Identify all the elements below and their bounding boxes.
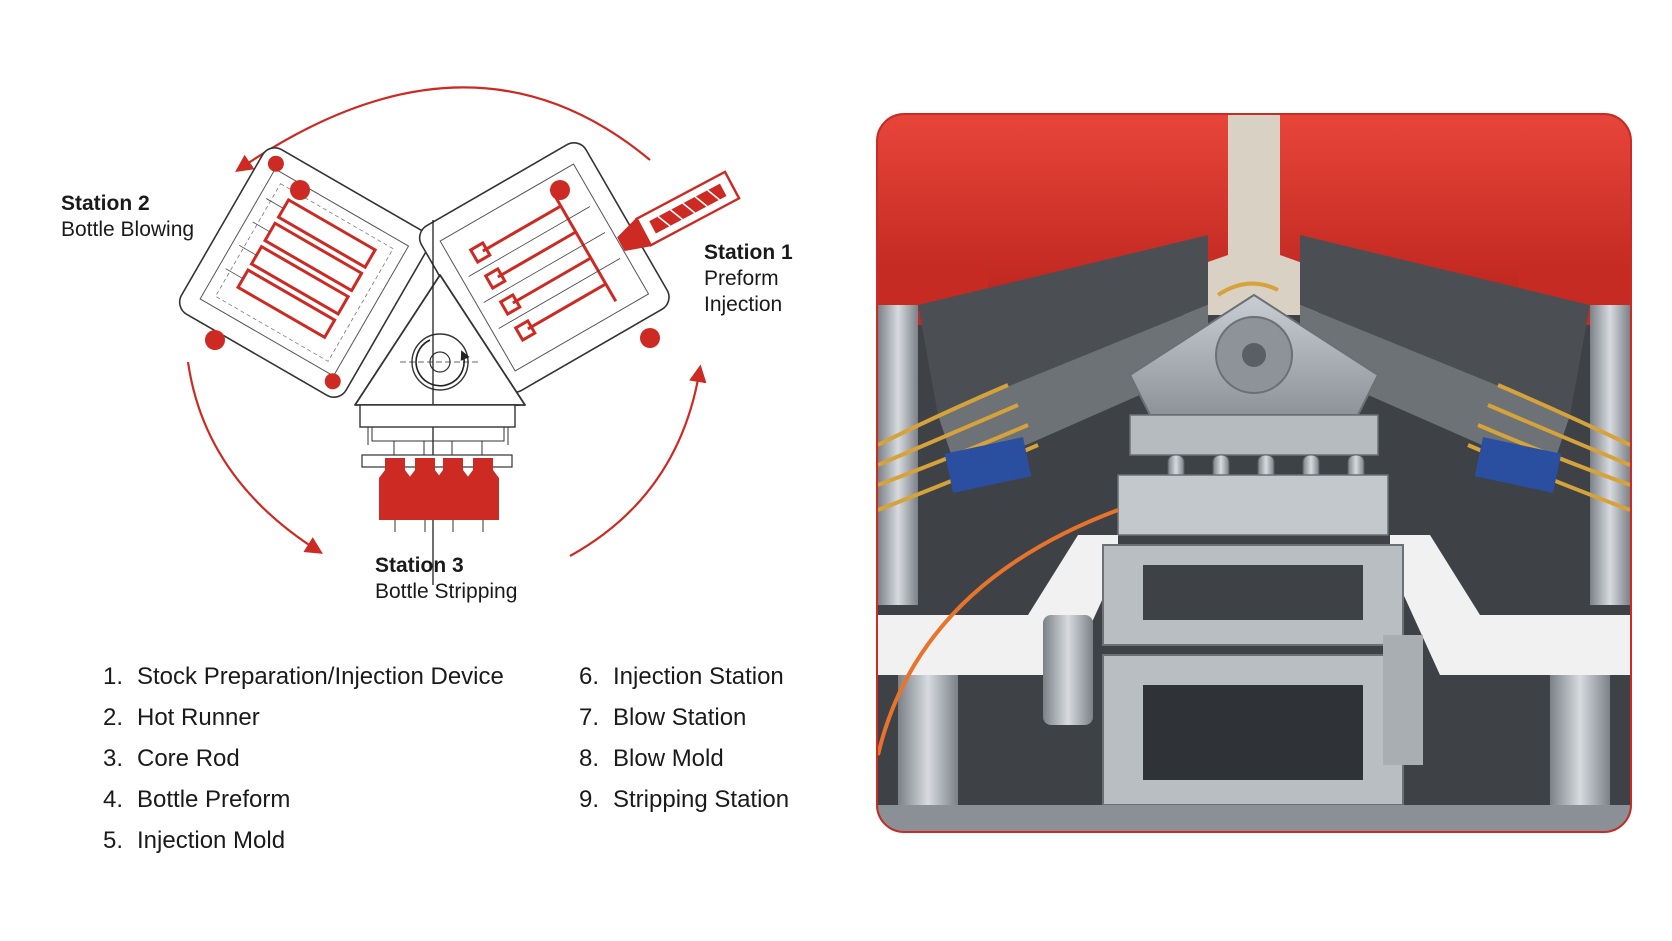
station-2-label: Station 2 Bottle Blowing <box>61 191 194 243</box>
legend-column-left: 1. Stock Preparation/Injection Device 2. H… <box>103 656 504 861</box>
list-item: 8. Blow Mold <box>579 738 789 779</box>
station-1-subtitle-line-2: Injection <box>704 293 783 316</box>
legend-number: 6. <box>579 663 600 690</box>
rotary-schematic: Station 2 Bottle Blowing Station 1 Prefo… <box>0 0 860 640</box>
bottle-preforms <box>379 458 499 520</box>
list-item: 6. Injection Station <box>579 656 789 697</box>
legend-label: Blow Mold <box>613 745 724 772</box>
station-3-title: Station 3 <box>375 554 464 577</box>
legend-number: 4. <box>103 786 124 813</box>
station-1-subtitle-line-1: Preform <box>704 267 779 290</box>
legend-label: Core Rod <box>137 745 240 772</box>
bolt-top-right <box>550 180 570 200</box>
cycle-arrow-top <box>235 86 651 172</box>
blow-mold-block <box>178 147 430 398</box>
station-3-subtitle: Bottle Stripping <box>375 580 518 603</box>
bolt-bottom-left <box>205 330 225 350</box>
legend-label: Injection Station <box>613 663 784 690</box>
cycle-arrow-icon <box>186 86 707 557</box>
cycle-arrow-right <box>569 364 707 557</box>
machine-illustration <box>878 115 1630 831</box>
list-item: 2. Hot Runner <box>103 697 504 738</box>
legend-column-right: 6. Injection Station 7. Blow Station 8. Blo… <box>579 656 789 820</box>
legend-number: 3. <box>103 745 124 772</box>
orange-hose <box>878 508 1119 756</box>
core-rod-turret <box>1117 293 1389 536</box>
station-2-title: Station 2 <box>61 192 150 215</box>
legend-label: Stock Preparation/Injection Device <box>137 663 504 690</box>
legend-label: Injection Mold <box>137 827 286 854</box>
list-item: 9. Stripping Station <box>579 779 789 820</box>
stripping-station <box>359 404 516 532</box>
legend-label: Stripping Station <box>613 786 790 813</box>
rotation-arrow-icon <box>415 339 470 387</box>
legend-number: 9. <box>579 786 600 813</box>
injection-nozzle <box>617 170 741 252</box>
bolt-bottom-right <box>640 328 660 348</box>
cycle-arrow-left <box>186 361 323 554</box>
legend-number: 2. <box>103 704 124 731</box>
stripping-frame <box>1043 544 1423 806</box>
station-3-label: Station 3 Bottle Stripping <box>375 553 517 605</box>
legend-number: 1. <box>103 663 124 690</box>
legend-label: Bottle Preform <box>137 786 291 813</box>
list-item: 5. Injection Mold <box>103 820 504 861</box>
station-2-subtitle: Bottle Blowing <box>61 218 195 241</box>
legend-number: 7. <box>579 704 600 731</box>
legend-number: 8. <box>579 745 600 772</box>
schematic-drawing <box>178 86 741 585</box>
list-item: 7. Blow Station <box>579 697 789 738</box>
station-1-title: Station 1 <box>704 241 793 264</box>
station-1-label: Station 1 Preform Injection <box>704 240 793 318</box>
machine-photo <box>876 113 1632 833</box>
list-item: 4. Bottle Preform <box>103 779 504 820</box>
legend-label: Hot Runner <box>137 704 260 731</box>
list-item: 1. Stock Preparation/Injection Device <box>103 656 504 697</box>
list-item: 3. Core Rod <box>103 738 504 779</box>
bolt-top-left <box>290 180 310 200</box>
legend-label: Blow Station <box>613 704 747 731</box>
legend-number: 5. <box>103 827 124 854</box>
